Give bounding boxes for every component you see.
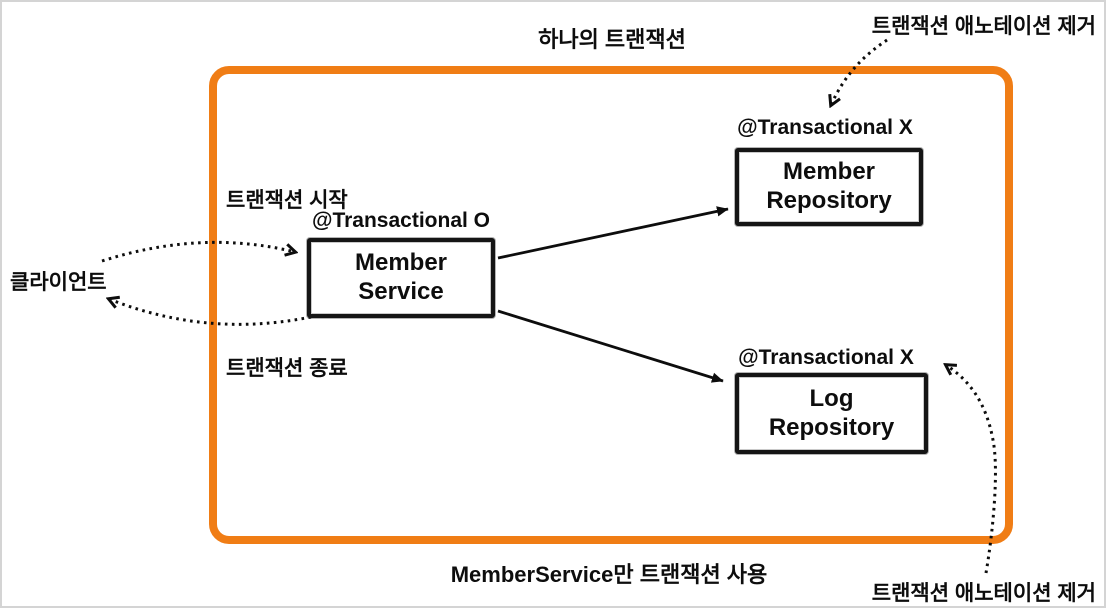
label-transaction-end: 트랜잭션 종료	[226, 357, 348, 380]
node-member-service: Member Service	[307, 238, 495, 318]
node-log-repository: Log Repository	[735, 373, 928, 454]
label-client: 클라이언트	[10, 271, 107, 294]
footer-caption: MemberService만 트랜잭션 사용	[450, 562, 768, 587]
label-transaction-start: 트랜잭션 시작	[226, 189, 348, 212]
node-log-repository-line2: Repository	[768, 413, 895, 441]
node-member-service-line2: Service	[358, 278, 444, 305]
callout-remove-annotation-top: 트랜잭션 애노테이션 제거	[871, 15, 1096, 38]
node-member-service-line1: Member	[354, 249, 448, 277]
node-member-repository: Member Repository	[735, 148, 923, 226]
annotation-member-repository: @Transactional X	[737, 116, 913, 139]
annotation-log-repository: @Transactional X	[738, 346, 914, 369]
node-member-repository-line1: Member	[782, 158, 876, 186]
diagram-title: 하나의 트랜잭션	[538, 27, 686, 52]
annotation-member-service: @Transactional O	[311, 209, 491, 232]
node-member-repository-line2: Repository	[766, 187, 892, 214]
node-log-repository-line1: Log	[809, 384, 854, 412]
callout-remove-annotation-bottom: 트랜잭션 애노테이션 제거	[871, 582, 1096, 605]
